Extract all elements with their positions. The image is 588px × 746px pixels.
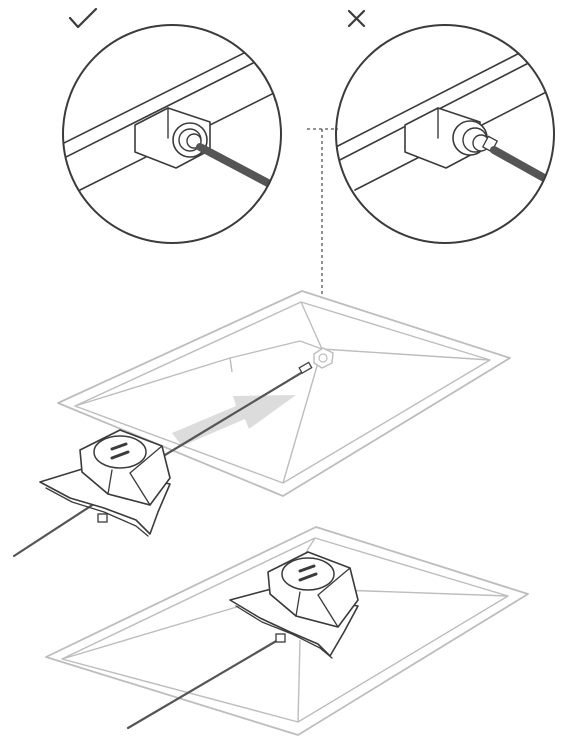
- step-2-assembly: [45, 526, 529, 736]
- monitor-back-step-1: [57, 290, 511, 497]
- inset-incorrect: [335, 24, 555, 244]
- cable-step-1: [12, 361, 313, 558]
- stand-base-step-1: [39, 429, 171, 537]
- inset-correct: [62, 24, 282, 244]
- cable-step-2: [126, 638, 280, 730]
- cross-mark-icon: [347, 9, 366, 28]
- stand-base-step-2: [229, 551, 359, 659]
- step-1-assembly: [12, 290, 511, 558]
- check-mark-icon: [68, 7, 98, 29]
- monitor-port: [313, 347, 334, 369]
